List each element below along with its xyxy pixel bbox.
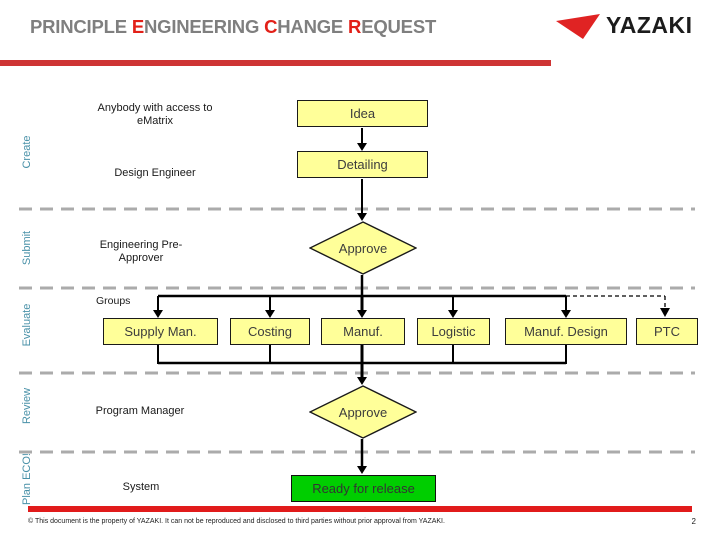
page-number: 2 xyxy=(691,517,696,526)
header-divider xyxy=(0,60,551,66)
node-manuf: Manuf. xyxy=(321,318,405,345)
actor-program-manager: Program Manager xyxy=(95,405,185,417)
groups-label: Groups xyxy=(96,295,131,307)
node-approve-2: Approve xyxy=(309,385,417,439)
title-seg: PRINCIPLE xyxy=(30,16,132,37)
node-approve-2-label: Approve xyxy=(338,404,388,420)
footer-divider xyxy=(28,506,692,512)
diamond-shape xyxy=(309,385,417,439)
node-supply-man: Supply Man. xyxy=(103,318,218,345)
title-seg: NGINEERING xyxy=(143,16,265,37)
node-idea: Idea xyxy=(297,100,428,127)
copyright-text: © This document is the property of YAZAK… xyxy=(28,518,445,525)
node-detailing: Detailing xyxy=(297,151,428,178)
diamond-shape xyxy=(309,221,417,275)
node-approve-1-label: Approve xyxy=(338,240,388,256)
title-seg: EQUEST xyxy=(361,16,437,37)
actor-system: System xyxy=(122,481,160,493)
node-approve-1: Approve xyxy=(309,221,417,275)
yazaki-logo-text: YAZAKI xyxy=(606,12,693,38)
node-costing: Costing xyxy=(230,318,310,345)
actor-eng-pre-approver: Engineering Pre-Approver xyxy=(99,239,183,264)
node-ready-for-release: Ready for release xyxy=(291,475,436,502)
node-logistic: Logistic xyxy=(417,318,490,345)
title-seg-red: R xyxy=(348,16,362,37)
yazaki-logo: YAZAKI xyxy=(556,10,714,40)
yazaki-logo-arrow-icon xyxy=(556,14,600,39)
page-title: PRINCIPLE ENGINEERING CHANGE REQUEST xyxy=(30,16,436,38)
actor-design-engineer: Design Engineer xyxy=(114,167,196,179)
phase-label-create: Create xyxy=(21,135,33,169)
title-seg-red: E xyxy=(131,16,144,37)
phase-label-evaluate: Evaluate xyxy=(21,303,33,347)
actor-anybody: Anybody with access to eMatrix xyxy=(97,102,213,127)
title-seg-red: C xyxy=(264,16,278,37)
node-manuf-design: Manuf. Design xyxy=(505,318,627,345)
node-ptc: PTC xyxy=(636,318,698,345)
title-seg: HANGE xyxy=(277,16,349,37)
